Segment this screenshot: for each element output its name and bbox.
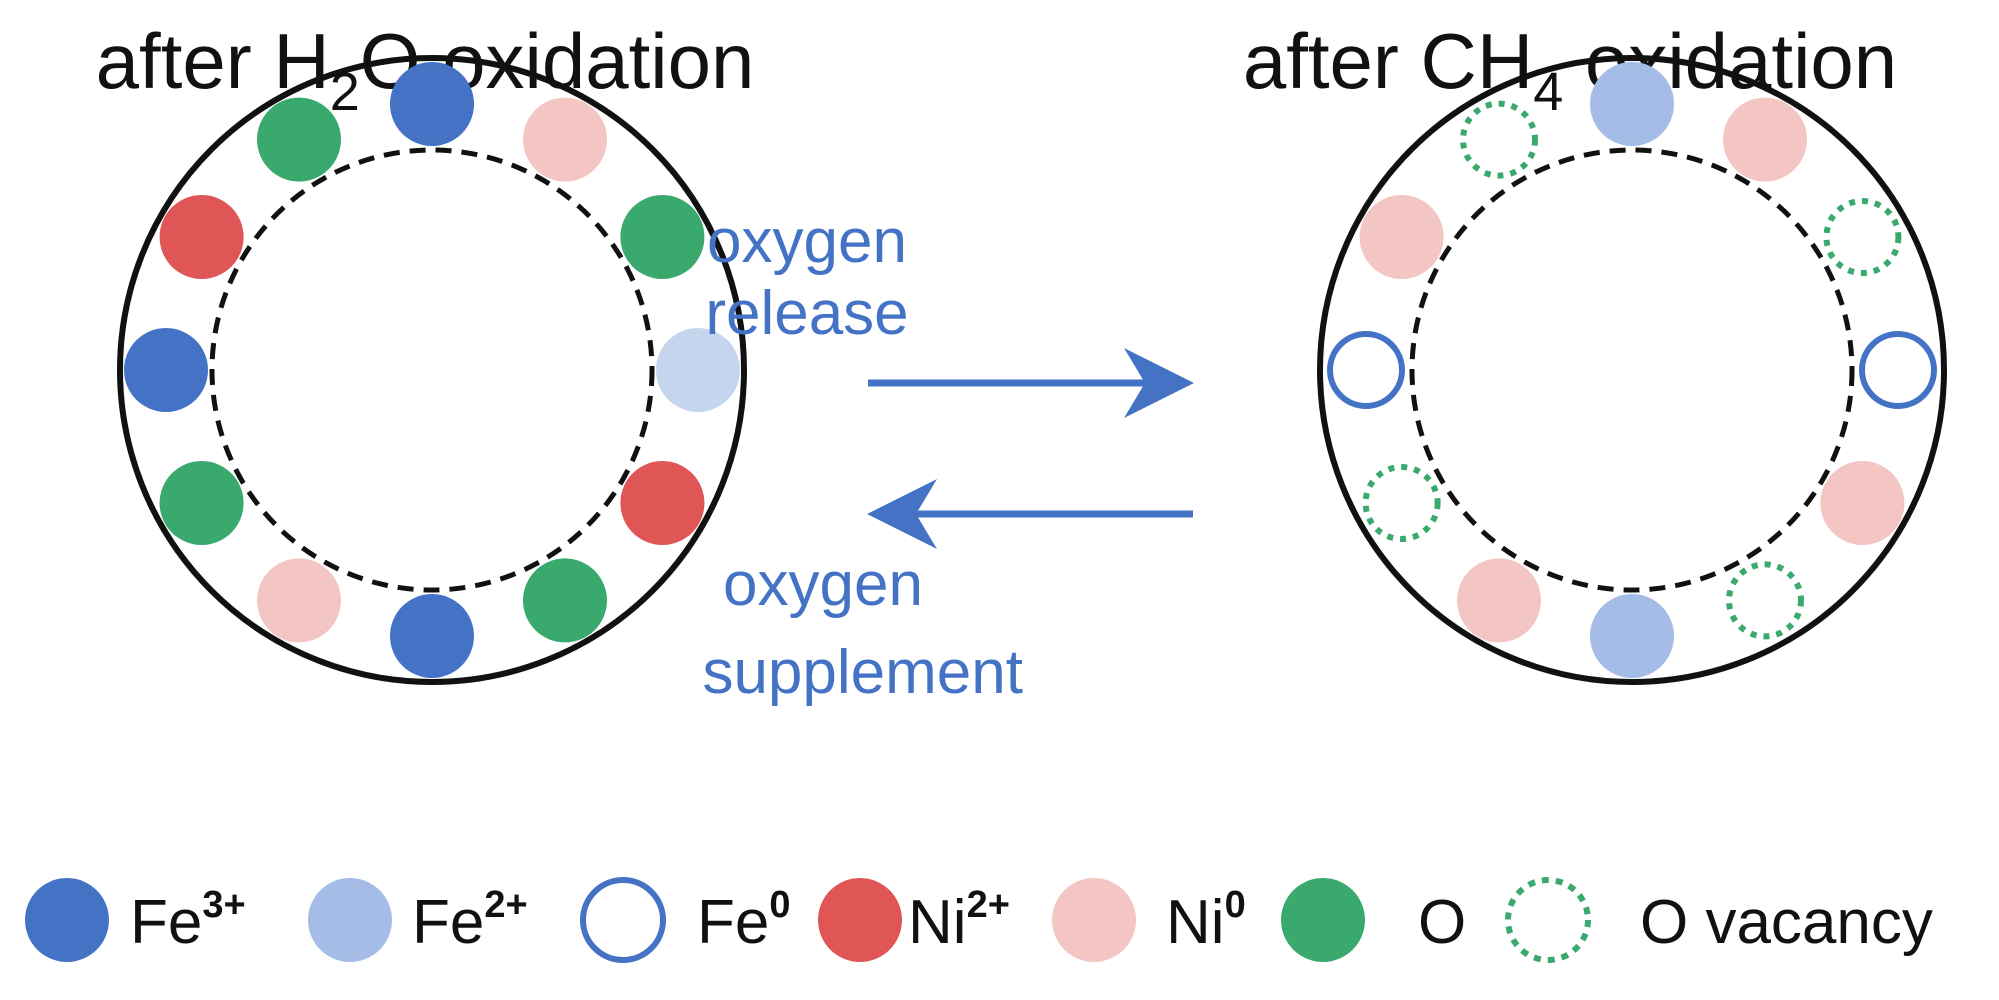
left-particle-o	[620, 195, 705, 279]
left-particle-ni2	[620, 461, 705, 545]
reverse-label-line1: oxygen	[723, 550, 923, 619]
legend-fe0-swatch	[580, 877, 666, 963]
legend-o-vacancy-swatch	[1505, 877, 1591, 963]
left-particle-ring	[117, 55, 747, 685]
right-particle-fe2	[1590, 62, 1674, 146]
left-particle-o	[159, 461, 244, 545]
left-particle-fe3	[390, 594, 474, 678]
right-particle-ni0	[1820, 461, 1905, 545]
legend-fe2-swatch	[308, 878, 392, 962]
right-particle-ni0	[1457, 558, 1541, 643]
right-particle-ring	[1317, 55, 1947, 685]
right-particles	[1327, 62, 1937, 678]
legend-fe3-swatch	[25, 878, 109, 962]
forward-label-line2: release	[705, 279, 908, 348]
left-particle-ni0	[523, 97, 607, 182]
left-particles	[124, 62, 740, 678]
legend-ni0-label: Ni0	[1166, 884, 1246, 957]
right-particle-fe0	[1859, 331, 1937, 409]
reverse-label-line2: supplement	[702, 638, 1023, 707]
right-outer-ring	[1317, 55, 1947, 685]
legend-ni2-label: Ni2+	[908, 884, 1010, 957]
left-outer-ring	[117, 55, 747, 685]
right-particle-o-vacancy	[1362, 464, 1441, 542]
right-particle-ni0	[1723, 97, 1807, 182]
forward-label-line1: oxygen	[707, 207, 907, 276]
legend-o-swatch	[1281, 878, 1365, 962]
legend-o-vacancy-label: O vacancy	[1640, 888, 1933, 957]
right-particle-fe2	[1590, 594, 1674, 678]
right-particle-o-vacancy	[1460, 100, 1538, 179]
right-panel-title: after CH4 oxidation	[1243, 17, 1897, 122]
legend-fe0-label: Fe0	[697, 884, 791, 957]
left-particle-ni0	[257, 558, 341, 643]
legend-fe3-label: Fe3+	[130, 884, 246, 957]
left-particle-ni2	[159, 195, 244, 279]
legend-fe2-label: Fe2+	[412, 884, 528, 957]
left-inner-dashed-ring	[209, 147, 655, 593]
right-particle-fe0	[1327, 331, 1405, 409]
left-particle-fe2-light	[656, 328, 740, 412]
left-particle-fe3	[390, 62, 474, 146]
left-particle-o	[523, 558, 607, 643]
right-particle-o-vacancy	[1726, 561, 1804, 640]
legend-ni2-swatch	[818, 878, 902, 962]
legend-ni0-swatch	[1052, 878, 1136, 962]
legend-o-label: O	[1418, 888, 1466, 957]
right-particle-ni0	[1359, 195, 1444, 279]
right-particle-o-vacancy	[1823, 198, 1902, 276]
legend: Fe3+ Fe2+ Fe0 Ni2+ Ni0 O O vacancy	[25, 877, 1933, 963]
left-particle-fe3	[124, 328, 208, 412]
right-title-prefix: after CH	[1243, 17, 1533, 105]
left-particle-o	[257, 97, 341, 182]
right-inner-dashed-ring	[1409, 147, 1855, 593]
